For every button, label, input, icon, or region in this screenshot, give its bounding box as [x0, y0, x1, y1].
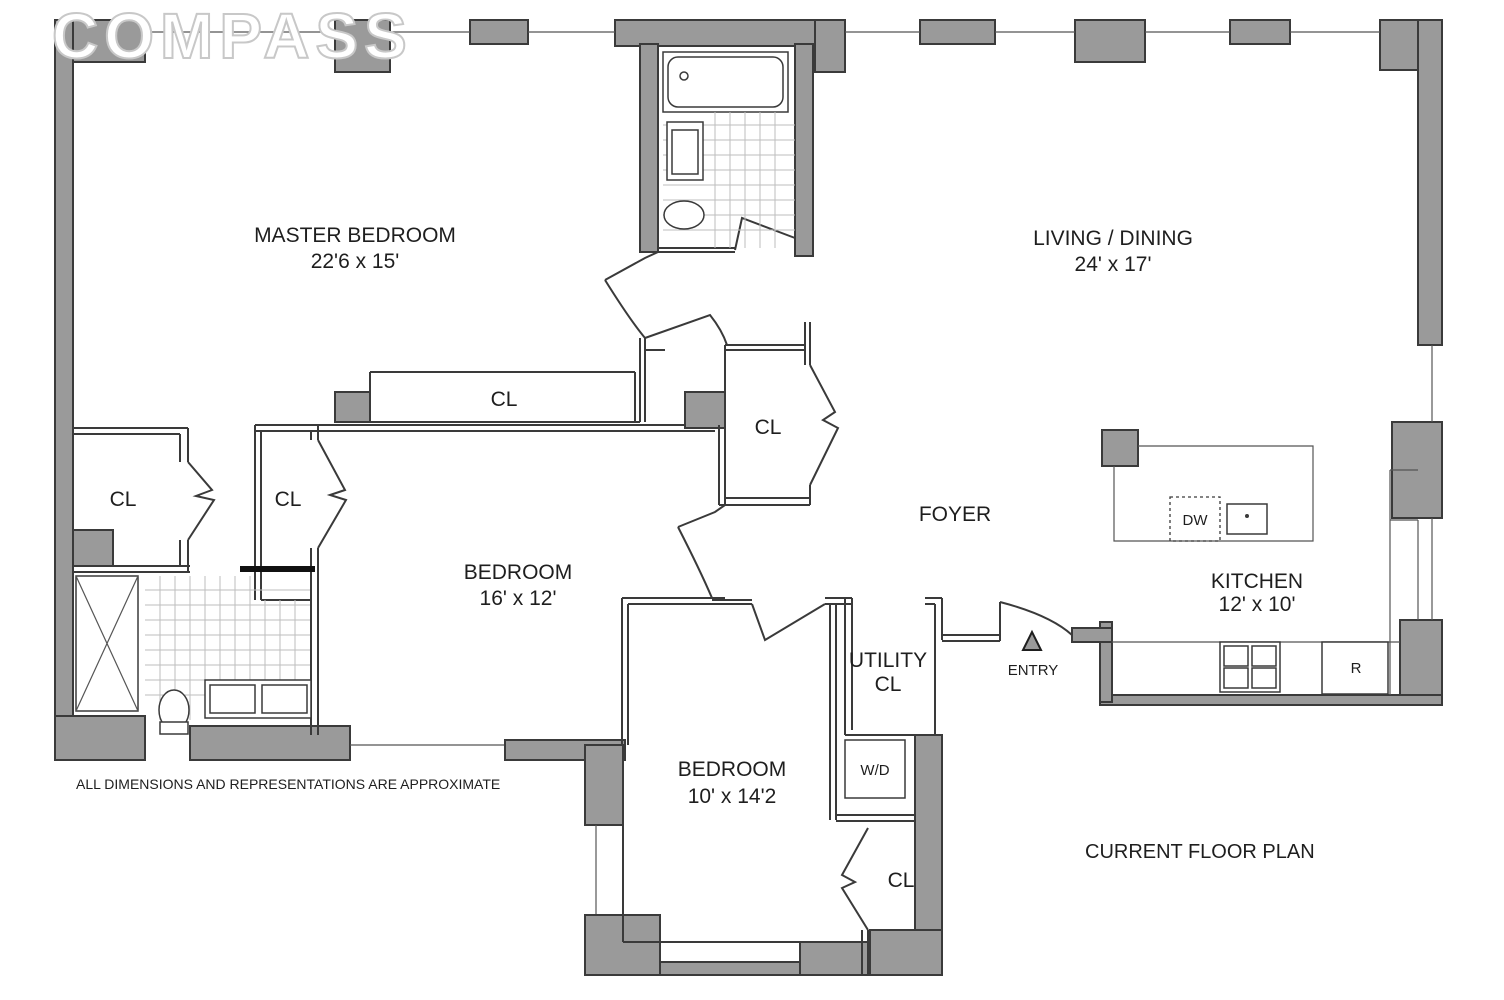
entry-triangle-icon [1021, 629, 1043, 651]
compass-logo: COMPASS [52, 0, 413, 72]
washer-dryer [844, 739, 906, 799]
bedroom-1-name: BEDROOM [464, 561, 573, 584]
left-closet-label: CL [110, 488, 137, 511]
bedroom-1-size: 16' x 12' [480, 587, 557, 610]
entry-label: ENTRY [1008, 662, 1059, 679]
kitchen-fixtures [1101, 429, 1419, 695]
bedroom-2-size: 10' x 14'2 [688, 785, 777, 808]
plan-title: CURRENT FLOOR PLAN [1085, 841, 1315, 863]
refrigerator-label: R [1351, 660, 1362, 677]
middle-closet-label: CL [275, 488, 302, 511]
master-bedroom-name: MASTER BEDROOM [254, 224, 456, 247]
living-dining-size: 24' x 17' [1075, 253, 1152, 276]
bottom-bathroom [75, 566, 315, 735]
bedroom-2-closet-label: CL [888, 869, 915, 892]
doors [187, 216, 1073, 931]
master-closet-label: CL [491, 388, 518, 411]
foyer-closet-label: CL [755, 416, 782, 439]
foyer-name: FOYER [919, 503, 991, 526]
interior-walls [72, 43, 1000, 975]
washer-dryer-label: W/D [860, 762, 889, 779]
bedroom-2-name: BEDROOM [678, 758, 787, 781]
dishwasher-label: DW [1183, 512, 1209, 529]
disclaimer-text: ALL DIMENSIONS AND REPRESENTATIONS ARE A… [76, 776, 500, 792]
utility-closet-line2: CL [875, 673, 902, 696]
exterior-walls [54, 19, 1443, 976]
top-bathroom [662, 51, 795, 248]
living-dining-name: LIVING / DINING [1033, 227, 1193, 250]
master-bedroom-size: 22'6 x 15' [311, 250, 400, 273]
kitchen-name: KITCHEN [1211, 570, 1303, 593]
kitchen-size: 12' x 10' [1219, 593, 1296, 616]
utility-closet-line1: UTILITY [849, 649, 927, 672]
